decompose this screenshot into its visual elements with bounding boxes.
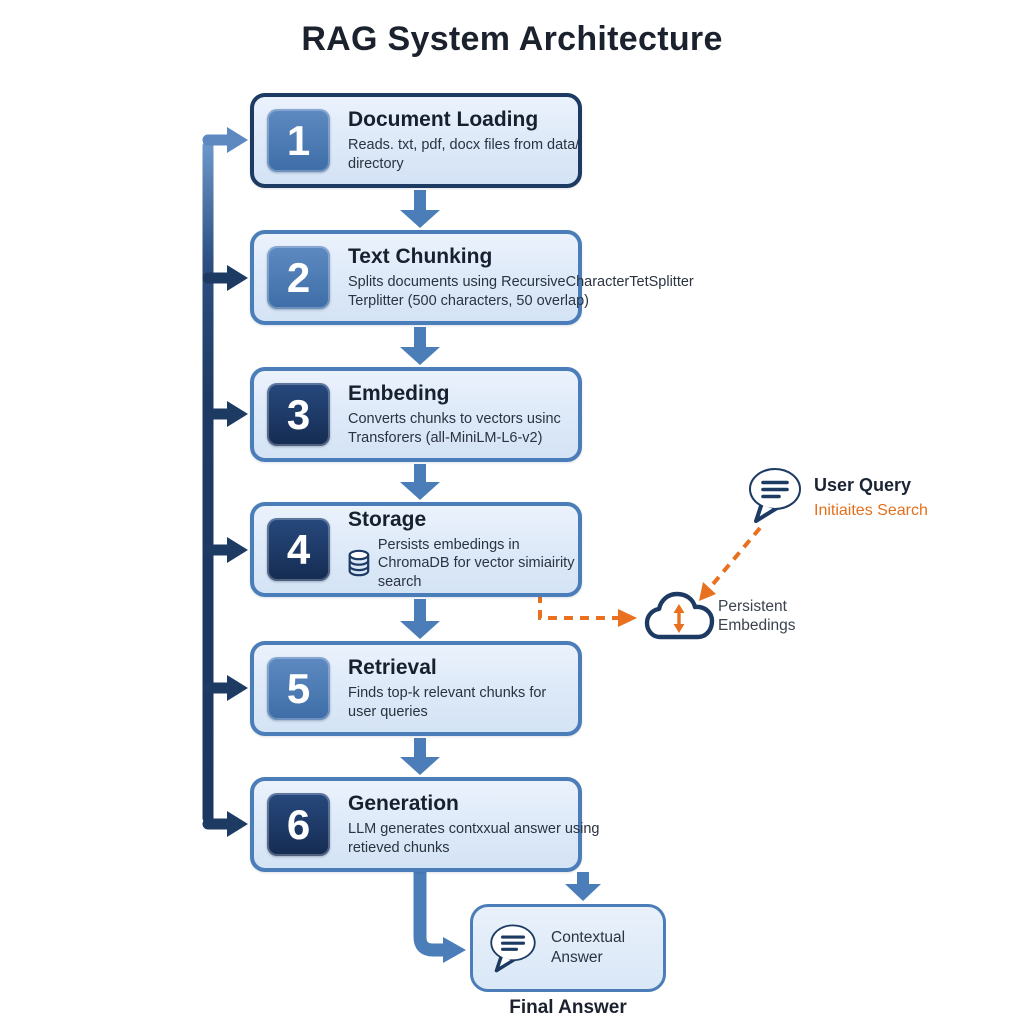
step-title: Generation (348, 792, 459, 816)
step-box-embedding: 3 Embeding Converts chunks to vectors us… (250, 367, 582, 462)
step-box-generation: 6 Generation LLM generates contxxual ans… (250, 777, 599, 872)
step-description: LLM generates contxxual answer using ret… (348, 821, 600, 856)
diagram-title: RAG System Architecture (301, 20, 723, 58)
step-number-badge: 1 (267, 109, 330, 172)
contextual-answer-label: Contextual Answer (551, 928, 626, 966)
cloud-icon (644, 591, 715, 640)
contextual-answer-box: Contextual Answer (470, 904, 666, 992)
storage-to-cloud-dashed (538, 594, 637, 627)
step-number-badge: 4 (267, 518, 330, 581)
step-box-storage: 4 Storage Persists embedings in ChromaDB… (250, 502, 582, 597)
sync-arrows-icon (673, 604, 685, 633)
user-query-label: User Query (814, 475, 912, 495)
step-description: Splits documents using RecursiveCharacte… (348, 274, 694, 309)
step-title: Embeding (348, 382, 450, 406)
left-spine-connector (202, 127, 248, 837)
step-title: Storage (348, 508, 427, 532)
spine-arrowhead-step5 (227, 675, 248, 701)
spine-arrowhead-step1 (227, 127, 248, 153)
persistent-embeddings-label: Persistent Embedings (718, 598, 796, 634)
down-arrow-2-3 (400, 327, 440, 365)
down-arrow-1-2 (400, 190, 440, 228)
step-description: Reads. txt, pdf, docx files from data/ d… (348, 137, 580, 172)
down-arrowhead-answer (565, 884, 601, 901)
step-title: Retrieval (348, 656, 437, 680)
dashed-arrowhead-cloud (618, 609, 637, 627)
database-icon (348, 550, 370, 577)
elbow-connector (413, 865, 450, 957)
initiates-search-label: Initiaites Search (814, 502, 928, 519)
spine-arrowhead-step2 (227, 265, 248, 291)
step-description: Persists embedings in ChromaDB for vecto… (377, 537, 575, 590)
step-box-text-chunking: 2 Text Chunking Splits documents using R… (250, 230, 694, 325)
step-box-retrieval: 5 Retrieval Finds top-k relevant chunks … (250, 641, 582, 736)
step-description: Finds top-k relevant chunks for user que… (348, 685, 547, 720)
speech-bubble-icon (749, 468, 801, 523)
down-arrow-5-6 (400, 738, 440, 775)
speech-bubble-icon (490, 924, 536, 973)
step-description: Converts chunks to vectors usinc Transfo… (348, 411, 561, 446)
step-number-badge: 6 (267, 793, 330, 856)
elbow-arrowhead (443, 937, 466, 963)
final-answer-caption: Final Answer (509, 997, 627, 1018)
step-box-document-loading: 1 Document Loading Reads. txt, pdf, docx… (250, 93, 582, 188)
spine-arrowhead-step6 (227, 811, 248, 837)
down-arrow-4-5 (400, 599, 440, 639)
step-title: Text Chunking (348, 245, 493, 269)
down-arrow-3-4 (400, 464, 440, 500)
step-number-badge: 5 (267, 657, 330, 720)
step-number-badge: 3 (267, 383, 330, 446)
spine-arrowhead-step4 (227, 537, 248, 563)
spine-arrowhead-step3 (227, 401, 248, 427)
step-title: Document Loading (348, 108, 539, 132)
step-number-badge: 2 (267, 246, 330, 309)
